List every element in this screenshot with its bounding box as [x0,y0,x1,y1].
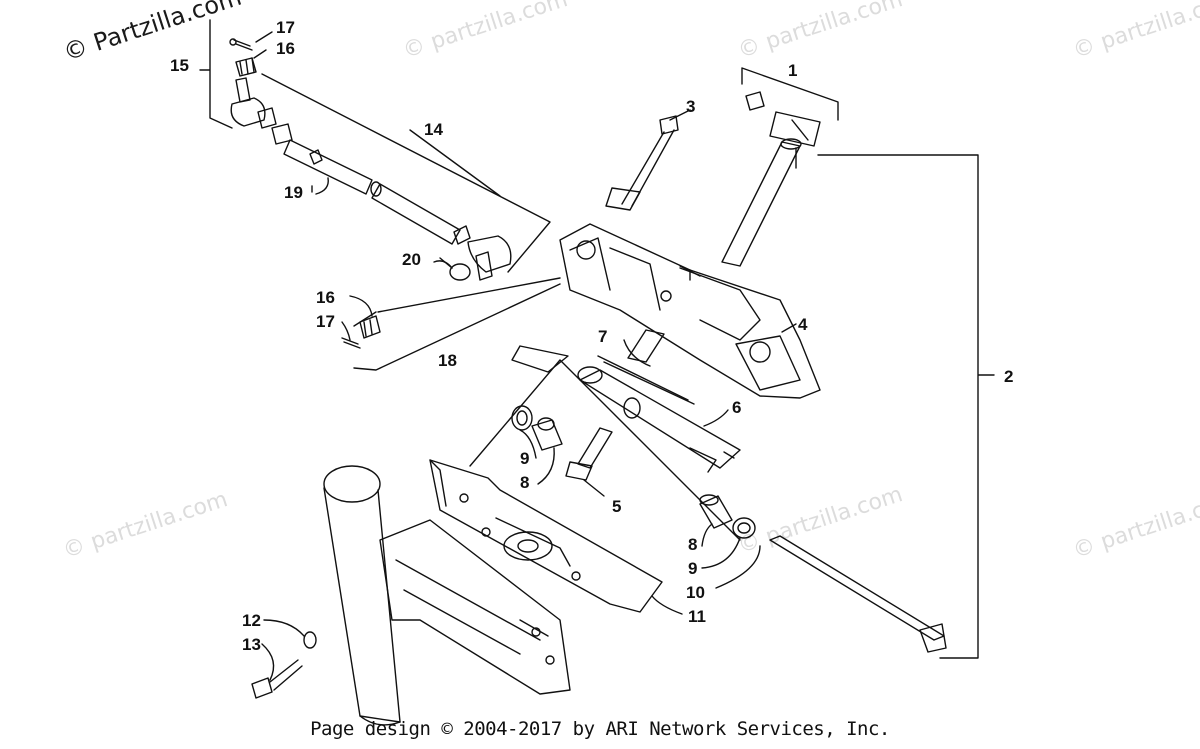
callout-20: 20 [402,250,421,269]
copyright-footer: Page design © 2004-2017 by ARI Network S… [310,718,890,740]
callout-13: 13 [242,635,261,654]
callout-12: 12 [242,611,261,630]
callout-6: 6 [732,398,741,417]
castle-nut-16-bottom [359,315,381,339]
cotter-pin-17-bottom [341,337,361,349]
steering-shaft-lower [627,329,665,363]
callout-labels: 17 16 15 1 3 14 19 20 16 17 4 7 18 2 6 9… [170,18,1013,654]
callout-14: 14 [424,120,443,139]
tie-rod-inner-end [453,225,512,281]
steering-support-4 [559,223,821,399]
screw-clamp-1 [745,91,821,147]
steering-shaft-10 [769,535,947,653]
callout-10: 10 [686,583,705,602]
bushing-8-right [699,494,733,529]
callout-3: 3 [686,97,695,116]
bolt-3 [605,115,679,211]
seal-7 [597,355,695,405]
leader-center [511,345,569,373]
callout-1: 1 [788,61,797,80]
mount-plate-11 [429,459,663,613]
bushing-8-left [531,417,563,451]
callout-19: 19 [284,183,303,202]
castle-nut-16-top [235,57,257,77]
seal-9-right [732,517,756,539]
frame-bracket [379,519,571,695]
bracket-15 [199,19,233,129]
leader-4 [781,323,797,333]
steering-shaft-upper [721,138,802,267]
bolt-5 [565,427,613,481]
frame-tube [323,465,401,726]
callout-18: 18 [438,351,457,370]
callout-4: 4 [798,315,808,334]
callout-7: 7 [598,327,607,346]
callout-8-left: 8 [520,473,529,492]
callout-9-right: 9 [688,559,697,578]
bracket-2 [817,154,995,659]
bracket-1 [741,67,839,121]
bolt-13 [251,659,303,699]
washer-20 [449,263,471,281]
callout-17-bottom: 17 [316,312,335,331]
callout-5: 5 [612,497,621,516]
leader-14 [261,73,551,273]
callout-15: 15 [170,56,189,75]
leader-18 [353,277,561,371]
callout-2: 2 [1004,367,1013,386]
washer-12 [303,631,317,649]
callout-11: 11 [688,607,706,626]
callout-16-bottom: 16 [316,288,335,307]
cotter-pin-17-top [229,38,253,51]
callout-17-top: 17 [276,18,295,37]
steering-post-6 [577,366,741,473]
seal-9-left [511,405,533,431]
tie-rod-tube-19 [283,139,461,245]
callout-16-top: 16 [276,39,295,58]
tie-rod-end-15 [230,77,293,145]
callout-8-right: 8 [688,535,697,554]
callout-9-left: 9 [520,449,529,468]
